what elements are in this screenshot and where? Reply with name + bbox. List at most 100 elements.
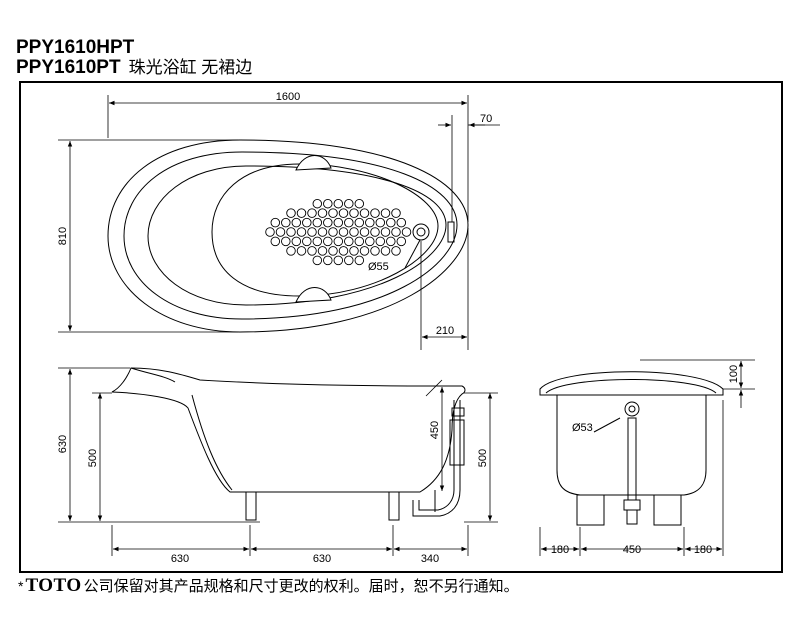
dim-top-height: 100 bbox=[728, 365, 740, 383]
anti-slip-dot bbox=[349, 227, 359, 237]
depth-leader bbox=[425, 379, 443, 397]
anti-slip-dot bbox=[286, 227, 296, 237]
anti-slip-dot bbox=[344, 236, 354, 247]
anti-slip-dot bbox=[338, 227, 349, 237]
pipe-fitting-icon bbox=[624, 401, 640, 417]
anti-slip-dot bbox=[365, 217, 375, 228]
anti-slip-dot bbox=[370, 246, 380, 256]
top-view bbox=[107, 139, 469, 333]
standpipe bbox=[627, 417, 637, 501]
dim-drain-diameter: Ø55 bbox=[368, 261, 389, 273]
brand-name: TOTO bbox=[25, 575, 82, 596]
anti-slip-dot bbox=[317, 246, 328, 256]
drain-inner bbox=[416, 227, 426, 237]
dim-left-margin: 180 bbox=[551, 544, 569, 556]
anti-slip-dot bbox=[333, 255, 344, 266]
anti-slip-dot bbox=[386, 236, 396, 247]
anti-slip-dot bbox=[291, 236, 302, 247]
anti-slip-dot bbox=[359, 246, 370, 256]
end-rim-top bbox=[539, 371, 724, 396]
tub-basin bbox=[211, 163, 439, 297]
anti-slip-dot bbox=[380, 208, 391, 218]
anti-slip-dot bbox=[317, 227, 328, 237]
model-number-secondary: PPY1610PT bbox=[16, 57, 121, 78]
anti-slip-dot bbox=[307, 246, 317, 256]
anti-slip-dot bbox=[349, 246, 359, 256]
anti-slip-dot bbox=[359, 208, 370, 218]
anti-slip-dot bbox=[291, 217, 302, 228]
anti-slip-dot bbox=[354, 217, 365, 228]
dim-seg3: 340 bbox=[421, 553, 439, 565]
disclaimer-text: 公司保留对其产品规格和尺寸更改的权利。届时，恕不另行通知。 bbox=[83, 578, 519, 595]
anti-slip-dot bbox=[323, 255, 333, 266]
anti-slip-dot bbox=[370, 227, 380, 237]
end-foot-left bbox=[576, 494, 605, 526]
anti-slip-dot bbox=[328, 227, 338, 237]
tub-body-side bbox=[111, 367, 466, 493]
anti-slip-dot bbox=[323, 217, 333, 228]
anti-slip-dot bbox=[396, 217, 407, 228]
anti-slip-dot bbox=[344, 198, 354, 209]
dim-length: 1600 bbox=[276, 91, 300, 103]
anti-slip-dot bbox=[312, 217, 323, 228]
anti-slip-dot bbox=[354, 236, 365, 247]
anti-slip-dot bbox=[365, 236, 375, 247]
anti-slip-dot bbox=[265, 227, 275, 237]
end-rim-inner bbox=[545, 379, 717, 394]
tub-outer-rim bbox=[107, 139, 469, 333]
end-view bbox=[539, 371, 724, 526]
anti-slip-dot bbox=[302, 217, 312, 228]
end-view-dimensions bbox=[539, 359, 755, 556]
anti-slip-dot bbox=[344, 255, 354, 266]
anti-slip-dot bbox=[333, 236, 344, 247]
dim-right-margin: 180 bbox=[694, 544, 712, 556]
anti-slip-dot bbox=[380, 246, 391, 256]
anti-slip-dot bbox=[354, 255, 365, 266]
anti-slip-dot bbox=[296, 246, 307, 256]
anti-slip-dots bbox=[265, 198, 412, 266]
anti-slip-dot bbox=[375, 217, 386, 228]
foot-right bbox=[388, 491, 400, 521]
anti-slip-dot bbox=[307, 208, 317, 218]
asterisk: * bbox=[18, 578, 24, 594]
anti-slip-dot bbox=[338, 208, 349, 218]
headrest-top bbox=[295, 155, 332, 171]
anti-slip-dot bbox=[275, 227, 286, 237]
dim-overall-height: 630 bbox=[57, 435, 69, 453]
dim-seg2: 630 bbox=[313, 553, 331, 565]
overflow-fitting bbox=[451, 407, 465, 417]
anti-slip-dot bbox=[391, 227, 401, 237]
anti-slip-dot bbox=[281, 217, 291, 228]
anti-slip-dot bbox=[302, 236, 312, 247]
side-view bbox=[111, 367, 466, 521]
pipe-nut bbox=[623, 499, 641, 511]
anti-slip-dot bbox=[270, 236, 281, 247]
dim-inner-depth: 450 bbox=[429, 421, 441, 439]
drawing-border bbox=[19, 81, 783, 573]
dim-center: 450 bbox=[623, 544, 641, 556]
anti-slip-dot bbox=[323, 198, 333, 209]
headrest-bottom bbox=[295, 287, 332, 303]
anti-slip-dot bbox=[380, 227, 391, 237]
anti-slip-dot bbox=[312, 236, 323, 247]
tub-wall-line bbox=[147, 165, 447, 306]
product-description: 珠光浴缸 无裙边 bbox=[128, 58, 253, 77]
headrest-curve bbox=[130, 367, 176, 383]
overflow-icon bbox=[447, 221, 455, 243]
anti-slip-dot bbox=[344, 217, 354, 228]
end-body bbox=[540, 394, 723, 496]
anti-slip-dot bbox=[396, 236, 407, 247]
side-view-dimensions bbox=[58, 367, 498, 556]
dim-right-height: 500 bbox=[477, 449, 489, 467]
anti-slip-dot bbox=[333, 217, 344, 228]
anti-slip-dot bbox=[312, 255, 323, 266]
anti-slip-dot bbox=[391, 246, 401, 256]
anti-slip-dot bbox=[307, 227, 317, 237]
end-foot-right bbox=[653, 494, 682, 526]
anti-slip-dot bbox=[286, 246, 296, 256]
anti-slip-dot bbox=[296, 208, 307, 218]
drain-icon bbox=[412, 223, 430, 241]
anti-slip-dot bbox=[354, 198, 365, 209]
